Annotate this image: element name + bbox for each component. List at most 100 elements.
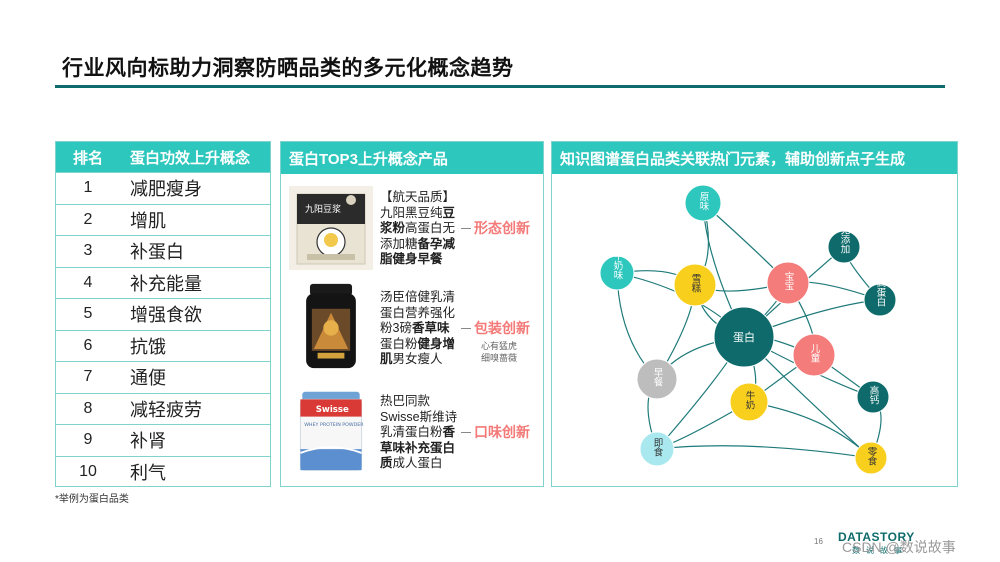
product-description-segment: 【航天品质】 bbox=[380, 190, 456, 204]
graph-node-circle bbox=[684, 184, 722, 222]
concept-header: 蛋白功效上升概念 bbox=[130, 149, 251, 167]
graph-header: 知识图谱蛋白品类关联热门元素，辅助创新点子生成 bbox=[552, 142, 957, 174]
graph-node-danbai: 蛋白 bbox=[713, 306, 775, 368]
graph-node-label: 牛奶味 bbox=[612, 251, 624, 281]
graph-node-label: 早餐 bbox=[652, 368, 664, 388]
concept-cell: 增强食欲 bbox=[130, 305, 202, 326]
product-description-line: 热巴同款 bbox=[380, 394, 460, 410]
product-description-line: 粉3磅香草味 bbox=[380, 321, 460, 337]
graph-node-label: 即食 bbox=[652, 438, 664, 458]
graph-node-niunai: 牛奶 bbox=[729, 382, 769, 422]
rank-table-header: 排名 蛋白功效上升概念 bbox=[56, 142, 270, 172]
product-image-by-health bbox=[306, 283, 356, 369]
product-description-line: 乳清蛋白粉香 bbox=[380, 425, 460, 441]
concept-cell: 抗饿 bbox=[130, 336, 166, 357]
product-description-segment: 男女瘦人 bbox=[392, 352, 443, 366]
products-header: 蛋白TOP3上升概念产品 bbox=[281, 142, 543, 174]
rank-cell: 9 bbox=[83, 431, 93, 449]
package-label-whey: WHEY PROTEIN POWDER bbox=[304, 422, 364, 428]
product-description-line: 添加糖备孕减 bbox=[380, 237, 460, 253]
product-description-segment: 成人蛋白 bbox=[392, 456, 443, 470]
rank-cell: 5 bbox=[83, 305, 93, 323]
graph-node-baobao: 宝宝 bbox=[766, 261, 810, 305]
rank-cell: 4 bbox=[83, 273, 93, 291]
product-description-segment: 蛋白粉 bbox=[380, 336, 418, 351]
graph-node-circle bbox=[729, 382, 769, 422]
graph-node-label: 宝宝 bbox=[783, 271, 795, 291]
product-description-segment: 九阳黑豆纯 bbox=[380, 205, 443, 220]
graph-edge bbox=[656, 445, 872, 459]
product-description-segment: 脂健身早餐 bbox=[380, 252, 443, 266]
graph-node-circle bbox=[599, 255, 635, 291]
concept-cell: 补肾 bbox=[130, 431, 166, 452]
graph-node-label: 雪糕 bbox=[690, 274, 702, 294]
rank-cell: 1 bbox=[83, 179, 93, 197]
graph-node-circle bbox=[766, 261, 810, 305]
rank-cell: 6 bbox=[83, 336, 93, 354]
concept-cell: 通便 bbox=[130, 368, 166, 389]
brand-logo: DATASTORY bbox=[838, 530, 915, 544]
connector-dash bbox=[461, 432, 471, 433]
product-description-segment: 蛋白营养强化 bbox=[380, 305, 456, 320]
product-description-segment: 添加糖 bbox=[380, 236, 418, 251]
product-description: 汤臣倍健乳清蛋白营养强化粉3磅香草味蛋白粉健身增肌男女瘦人 bbox=[380, 290, 460, 368]
product-description-line: 肌男女瘦人 bbox=[380, 352, 460, 368]
product-description-segment: 乳清蛋白粉 bbox=[380, 425, 443, 439]
graph-node-circle bbox=[792, 333, 836, 377]
product-image-jiuyang: 九阳豆浆 bbox=[289, 186, 373, 270]
graph-node-label: 牛奶 bbox=[744, 390, 756, 411]
graph-node-label: 零食 bbox=[866, 447, 878, 467]
graph-node-lingshi: 零食 bbox=[854, 441, 888, 475]
footnote: *举例为蛋白品类 bbox=[55, 494, 129, 505]
graph-node-circle bbox=[636, 358, 678, 400]
package-label-jiuyang: 九阳豆浆 bbox=[305, 203, 341, 215]
product-description-segment: 粉3磅 bbox=[380, 321, 412, 335]
graph-node-label: 蛋白 bbox=[733, 330, 755, 344]
graph-node-label: 高钙 bbox=[868, 385, 880, 406]
graph-node-label: 原味 bbox=[698, 192, 710, 212]
graph-node-circle bbox=[639, 431, 675, 467]
graph-edge bbox=[748, 401, 872, 459]
product-description-segment: Swisse斯维诗 bbox=[380, 409, 458, 424]
innovation-tag: 包装创新 bbox=[474, 320, 530, 336]
graph-node-gaogai: 高钙 bbox=[856, 380, 890, 414]
product-description-segment: 香草味 bbox=[411, 321, 450, 335]
product-description-line: 蛋白粉健身增 bbox=[380, 337, 460, 353]
graph-node-circle bbox=[856, 380, 890, 414]
product-description-line: 草味补充蛋白 bbox=[380, 441, 460, 457]
graph-node-circle bbox=[854, 441, 888, 475]
product-description-line: 【航天品质】 bbox=[380, 190, 460, 206]
graph-node-circle bbox=[827, 230, 861, 264]
rank-cell: 8 bbox=[83, 399, 93, 417]
table-row: 8 减轻疲劳 bbox=[56, 392, 270, 425]
graph-node-label: 无添加 bbox=[839, 225, 851, 254]
page-number: 16 bbox=[814, 537, 823, 546]
product-description-segment: 备孕减 bbox=[417, 236, 456, 251]
title-divider bbox=[55, 85, 945, 88]
graph-node-zaocan: 早餐 bbox=[636, 358, 678, 400]
product-description-line: 浆粉高蛋白无 bbox=[380, 221, 460, 237]
rank-cell: 10 bbox=[79, 462, 97, 480]
product-description-segment: 质 bbox=[380, 456, 393, 470]
graph-node-circle bbox=[673, 263, 717, 307]
watermark: CSDN @数说故事 bbox=[842, 539, 956, 555]
product-description-line: 蛋白营养强化 bbox=[380, 306, 460, 322]
connector-dash bbox=[461, 328, 471, 329]
graph-node-label: 高蛋白 bbox=[875, 278, 887, 307]
concept-cell: 减轻疲劳 bbox=[130, 399, 202, 420]
rank-header: 排名 bbox=[72, 149, 103, 167]
product-description-line: 九阳黑豆纯豆 bbox=[380, 206, 460, 222]
graph-node-jishi: 即食 bbox=[639, 431, 675, 467]
product-description-segment: 豆 bbox=[442, 205, 456, 220]
rank-cell: 2 bbox=[83, 210, 93, 228]
connector-dash bbox=[461, 228, 471, 229]
graph-node-circle bbox=[713, 306, 775, 368]
product-image-swisse: Swisse WHEY PROTEIN POWDER bbox=[299, 391, 364, 471]
